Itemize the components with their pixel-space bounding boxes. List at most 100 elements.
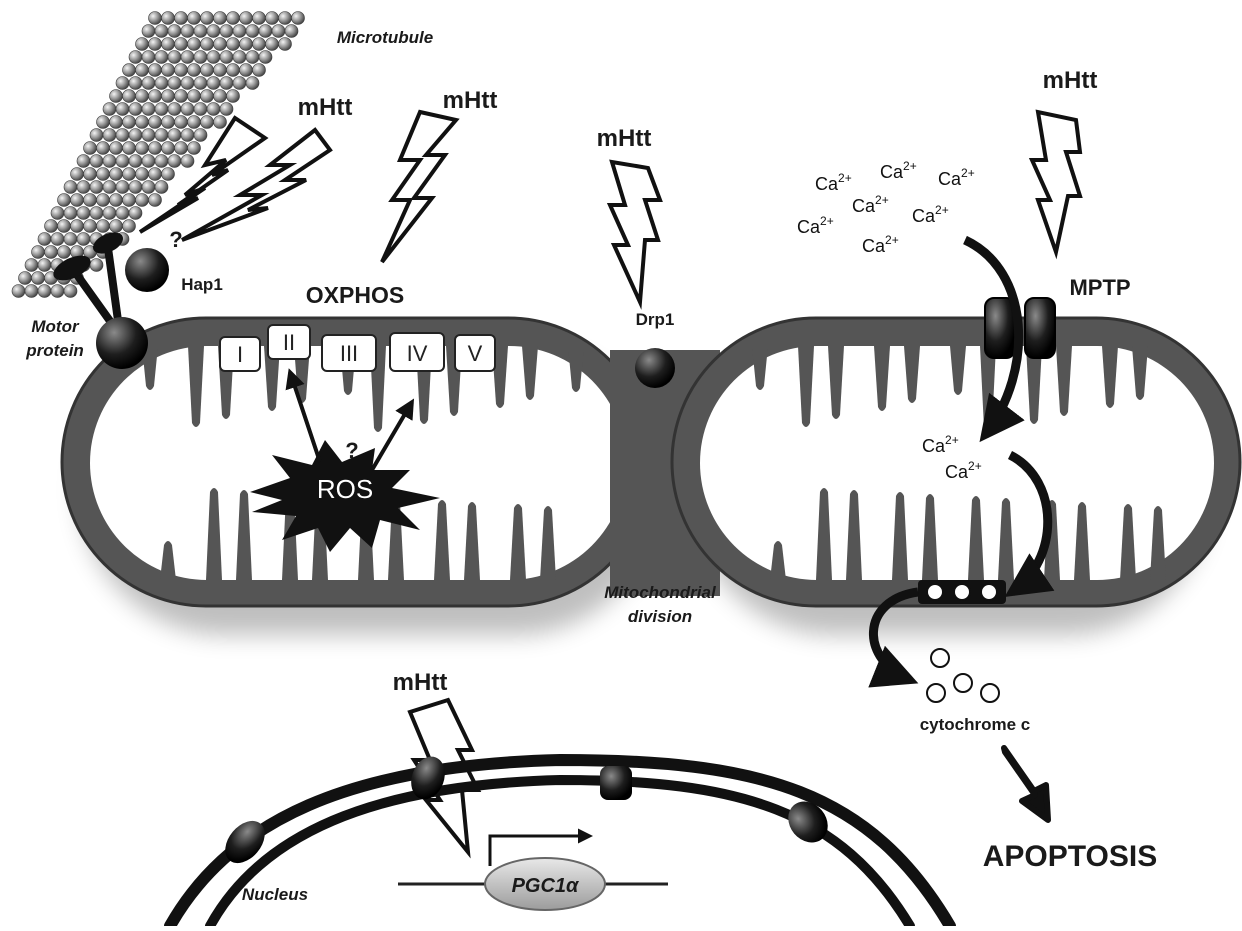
svg-text:III: III xyxy=(340,341,358,366)
microtubule-bead xyxy=(64,207,77,220)
microtubule-bead xyxy=(142,129,155,142)
microtubule-bead xyxy=(266,38,279,51)
microtubule-bead xyxy=(272,25,285,38)
microtubule-bead xyxy=(181,129,194,142)
microtubule-bead xyxy=(259,51,272,64)
microtubule-bead xyxy=(123,64,136,77)
microtubule-bead xyxy=(162,64,175,77)
microtubule-bead xyxy=(45,246,58,259)
microtubule-bead xyxy=(142,77,155,90)
microtubule-bead xyxy=(136,90,149,103)
microtubule-bead xyxy=(155,181,168,194)
microtubule-bead xyxy=(155,51,168,64)
microtubule-bead xyxy=(227,64,240,77)
microtubule-bead xyxy=(207,25,220,38)
microtubule-bead xyxy=(175,64,188,77)
microtubule-bead xyxy=(279,12,292,25)
microtubule-bead xyxy=(142,51,155,64)
microtubule-bead xyxy=(194,103,207,116)
ca-outside-3: Ca2+ xyxy=(938,166,975,189)
microtubule-bead xyxy=(246,25,259,38)
microtubule-bead xyxy=(168,51,181,64)
microtubule-bead xyxy=(253,38,266,51)
microtubule-bead xyxy=(103,207,116,220)
mhtt-bolt-drp1 xyxy=(610,162,660,302)
microtubule-bead xyxy=(220,25,233,38)
microtubule-bead xyxy=(123,168,136,181)
complex-iv: IV xyxy=(390,333,444,371)
microtubule-bead xyxy=(77,233,90,246)
microtubule-bead xyxy=(25,259,38,272)
microtubule-bead xyxy=(97,142,110,155)
microtubule-bead xyxy=(220,103,233,116)
microtubule-bead xyxy=(162,38,175,51)
microtubule-bead xyxy=(266,12,279,25)
ca-outside-1: Ca2+ xyxy=(815,171,852,194)
microtubule-bead xyxy=(84,220,97,233)
microtubule-bead xyxy=(181,155,194,168)
microtubule-bead xyxy=(84,142,97,155)
microtubule-bead xyxy=(155,155,168,168)
complex-v: V xyxy=(455,335,495,371)
ca-outside-4: Ca2+ xyxy=(852,193,889,216)
microtubule-bead xyxy=(162,168,175,181)
microtubule-bead xyxy=(136,168,149,181)
hap1-question-mark: ? xyxy=(169,227,182,252)
microtubule-bead xyxy=(123,116,136,129)
microtubule-label: Microtubule xyxy=(337,28,433,47)
svg-text:I: I xyxy=(237,342,243,367)
microtubule-bead xyxy=(149,38,162,51)
drp1-label: Drp1 xyxy=(636,310,675,329)
microtubule-bead xyxy=(45,220,58,233)
microtubule-bead xyxy=(155,25,168,38)
microtubule-bead xyxy=(64,285,77,298)
microtubule-bead xyxy=(188,12,201,25)
microtubule-bead xyxy=(129,77,142,90)
microtubule-bead xyxy=(162,116,175,129)
microtubule-bead xyxy=(168,77,181,90)
hap1-label: Hap1 xyxy=(181,275,223,294)
microtubule-bead xyxy=(149,142,162,155)
microtubule-bead xyxy=(162,142,175,155)
microtubule-bead xyxy=(58,220,71,233)
ca-outside-2: Ca2+ xyxy=(880,159,917,182)
microtubule-bead xyxy=(58,194,71,207)
microtubule-bead xyxy=(155,77,168,90)
microtubule-bead xyxy=(64,181,77,194)
microtubule-bead xyxy=(123,90,136,103)
microtubule-bead xyxy=(194,77,207,90)
microtubule-bead xyxy=(84,168,97,181)
svg-text:V: V xyxy=(468,341,483,366)
microtubule-bead xyxy=(136,116,149,129)
hap1-icon xyxy=(125,248,169,292)
microtubule-bead xyxy=(175,142,188,155)
ca-outside-7: Ca2+ xyxy=(862,233,899,256)
microtubule-bead xyxy=(19,272,32,285)
microtubule-bead xyxy=(136,142,149,155)
microtubule-bead xyxy=(214,64,227,77)
microtubule-bead xyxy=(129,103,142,116)
microtubule-bead xyxy=(129,181,142,194)
microtubule-bead xyxy=(90,155,103,168)
microtubule-bead xyxy=(110,90,123,103)
microtubule-bead xyxy=(123,194,136,207)
mito-division-label-1: Mitochondrial xyxy=(604,583,717,602)
microtubule-bead xyxy=(227,38,240,51)
microtubule-bead xyxy=(162,12,175,25)
microtubule-bead xyxy=(168,103,181,116)
microtubule-bead xyxy=(168,155,181,168)
microtubule-bead xyxy=(201,38,214,51)
microtubule-bead xyxy=(58,246,71,259)
microtubule-bead xyxy=(220,77,233,90)
calcium-ions-outside: Ca2+Ca2+Ca2+Ca2+Ca2+Ca2+Ca2+ xyxy=(797,159,975,256)
microtubule-bead xyxy=(110,168,123,181)
microtubule-bead xyxy=(168,25,181,38)
microtubule-bead xyxy=(233,51,246,64)
microtubule-bead xyxy=(110,116,123,129)
microtubule-bead xyxy=(149,12,162,25)
microtubule-bead xyxy=(38,233,51,246)
microtubule-bead xyxy=(103,103,116,116)
microtubule-bead xyxy=(233,25,246,38)
microtubule-bead xyxy=(181,25,194,38)
